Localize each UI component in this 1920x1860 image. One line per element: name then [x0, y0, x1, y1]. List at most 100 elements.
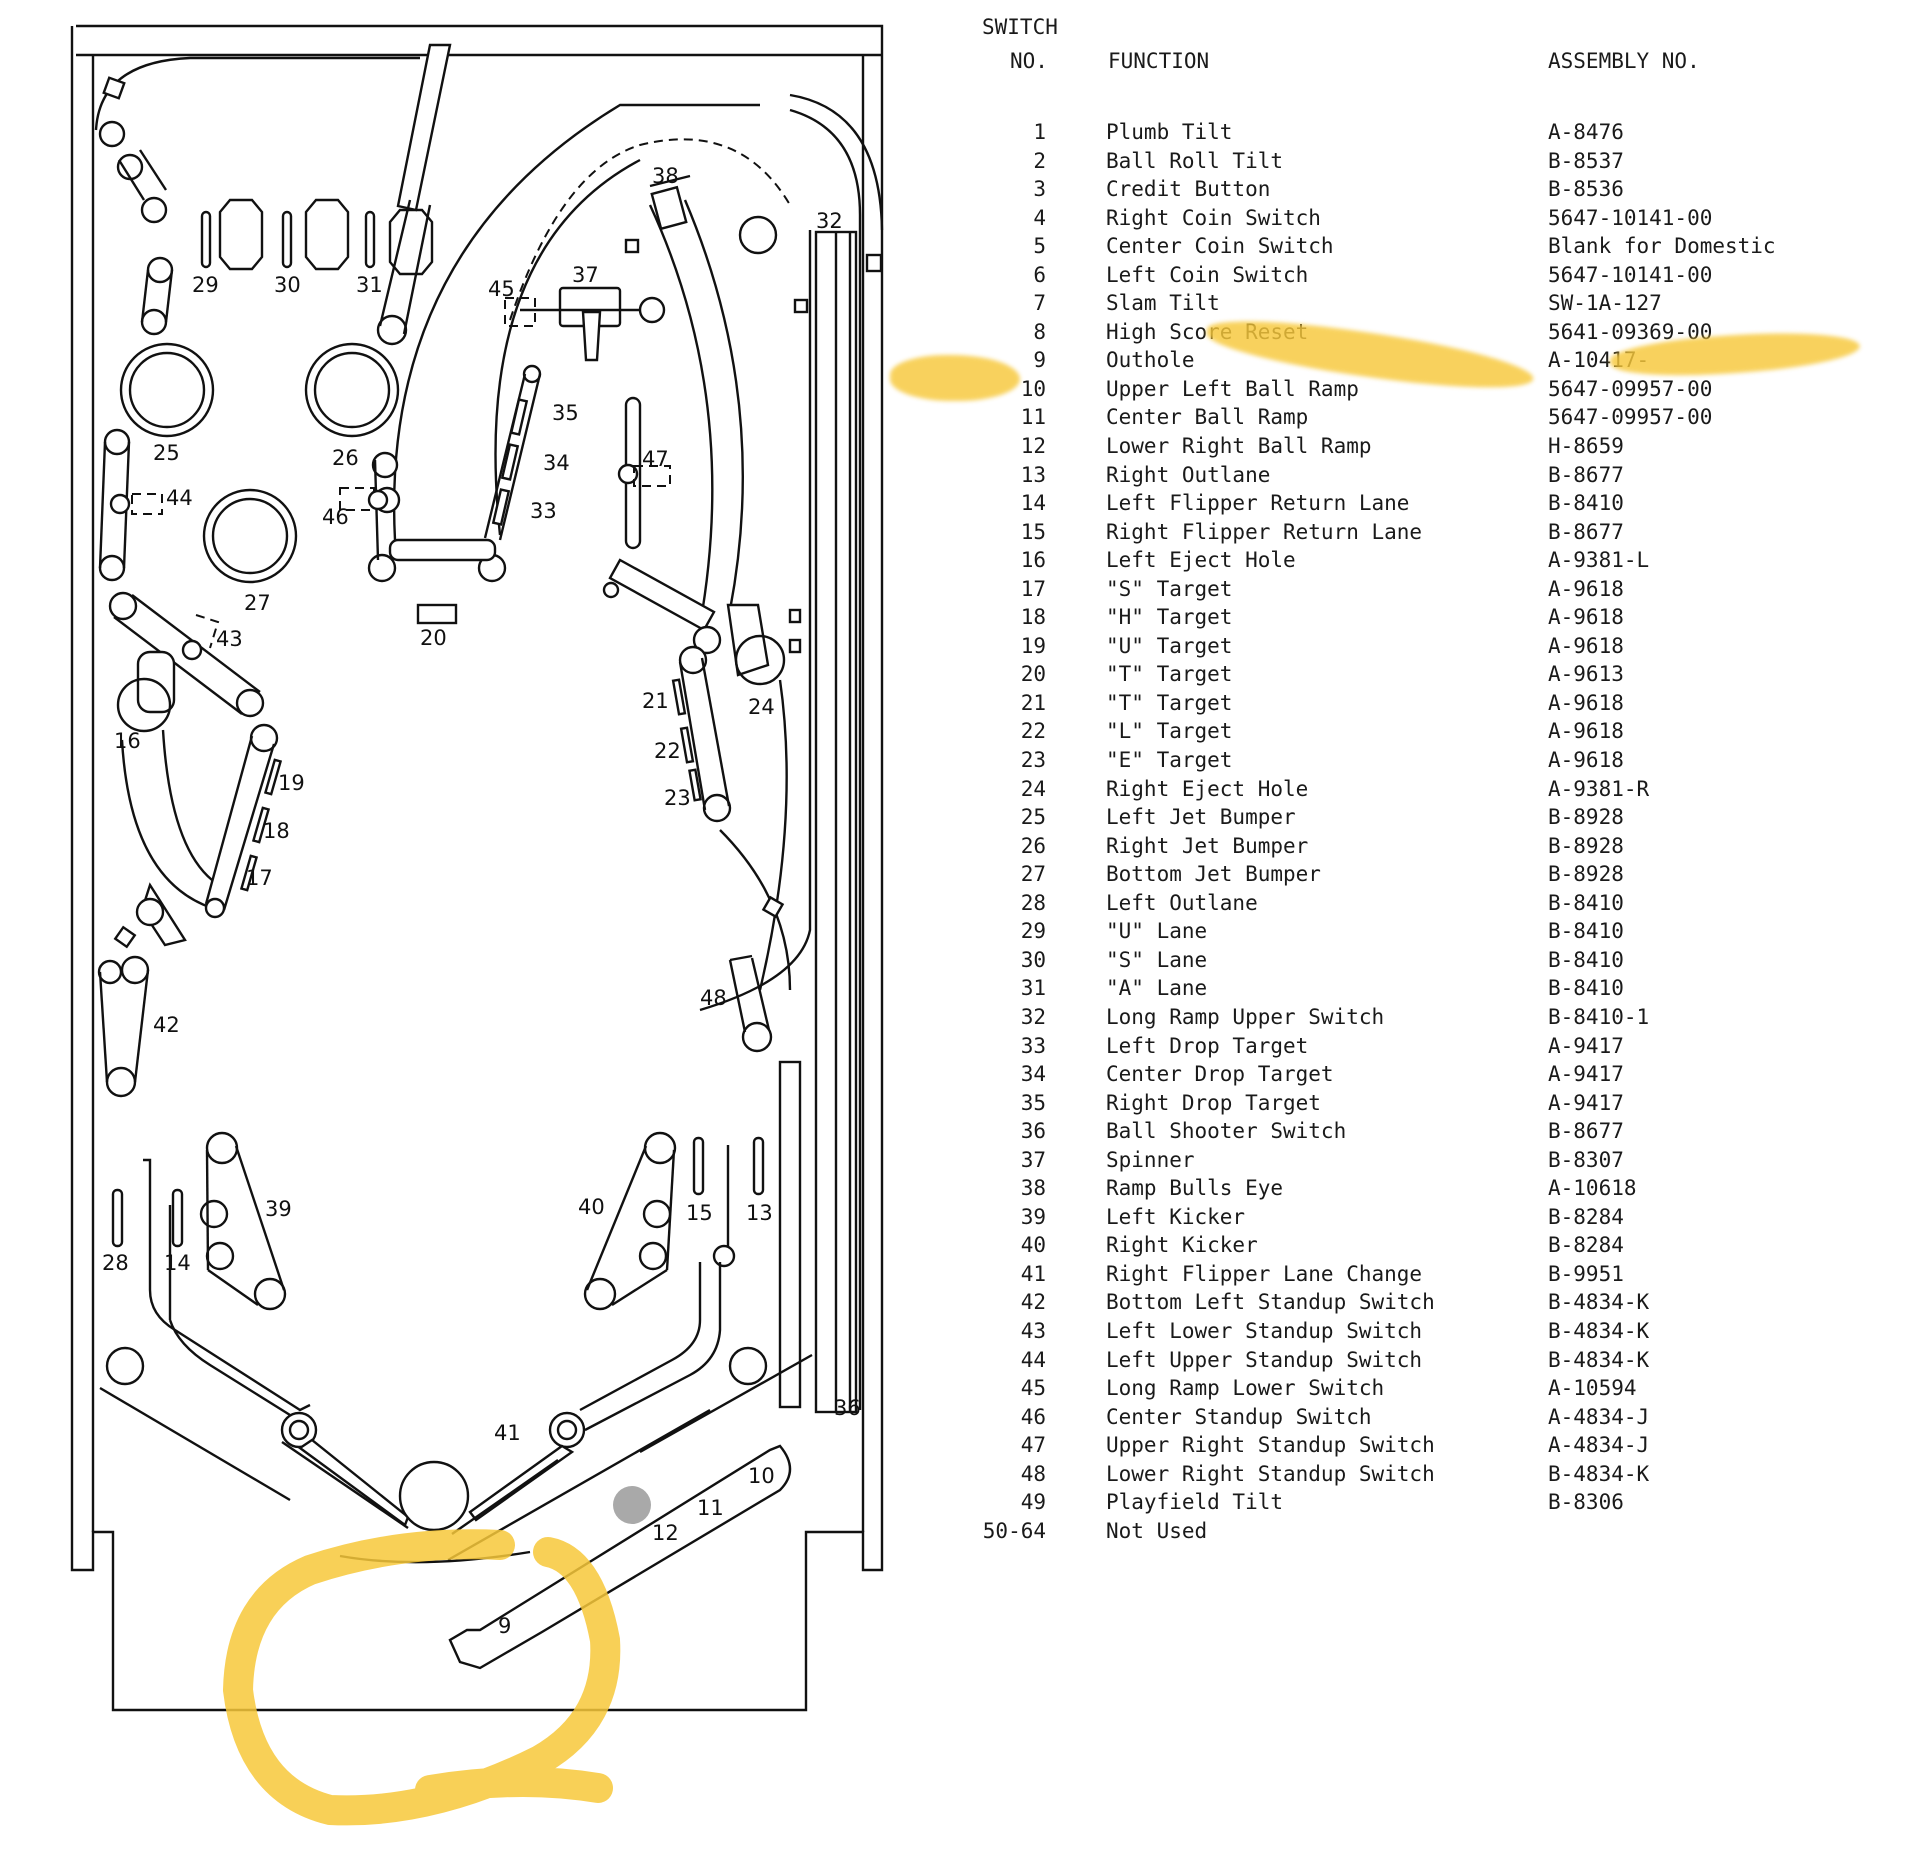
inlane-guides	[111, 1136, 765, 1412]
switch-function: Left Eject Hole	[1106, 548, 1296, 573]
switch-number: 2	[1033, 148, 1046, 173]
label-35: 35	[552, 401, 579, 425]
label-10: 10	[748, 1464, 775, 1488]
switch-number: 21	[1020, 690, 1046, 715]
label-40: 40	[578, 1195, 605, 1219]
switch-function: Right Outlane	[1106, 462, 1271, 487]
assembly-number: A-9613	[1548, 662, 1624, 687]
assembly-number: A-4834-J	[1548, 1404, 1650, 1429]
label-31: 31	[356, 273, 383, 297]
header-assembly: ASSEMBLY NO.	[1548, 49, 1700, 73]
assembly-number: B-8284	[1548, 1233, 1624, 1258]
switch-labels: 9 10 11 12 13 14 15 16 17 18 19 20 21 22…	[102, 164, 861, 1638]
switch-function: Slam Tilt	[1106, 291, 1220, 316]
assembly-number: A-10618	[1548, 1176, 1637, 1201]
switch-number: 30	[1020, 947, 1046, 972]
assembly-number: SW-1A-127	[1548, 291, 1662, 316]
switch-function: Ball Shooter Switch	[1106, 1119, 1347, 1144]
assembly-number: A-4834-J	[1548, 1433, 1650, 1458]
label-13: 13	[746, 1201, 773, 1225]
table-row: 20 "T" Target A-9613	[960, 662, 1900, 691]
switch-function: "U" Lane	[1106, 919, 1208, 944]
table-row: 7 Slam Tilt SW-1A-127	[960, 291, 1900, 320]
assembly-number: B-8306	[1548, 1490, 1624, 1515]
switch-number: 9	[1033, 348, 1046, 373]
switch-number: 26	[1020, 833, 1046, 858]
switch-function: Ball Roll Tilt	[1106, 148, 1284, 173]
assembly-number: B-8410	[1548, 491, 1624, 516]
switch-function: "U" Target	[1106, 633, 1233, 658]
switch-number: 13	[1020, 462, 1046, 487]
label-34: 34	[543, 451, 570, 475]
switch-function: Right Flipper Lane Change	[1106, 1261, 1423, 1286]
assembly-number: B-4834-K	[1548, 1347, 1650, 1372]
switch-function: Right Eject Hole	[1106, 776, 1309, 801]
assembly-number: A-9417	[1548, 1062, 1624, 1087]
switch-number: 36	[1020, 1119, 1046, 1144]
switch-number: 6	[1033, 262, 1046, 287]
switch-number: 5	[1033, 234, 1046, 259]
assembly-number: 5647-10141-00	[1548, 262, 1713, 287]
assembly-number: A-9618	[1548, 605, 1624, 630]
assembly-number: B-8410-1	[1548, 1004, 1650, 1029]
switch-number: 24	[1020, 776, 1046, 801]
switch-function: Playfield Tilt	[1106, 1490, 1284, 1515]
center-drop-targets	[339, 103, 760, 583]
assembly-number: B-8410	[1548, 947, 1624, 972]
switch-number: 19	[1020, 633, 1046, 658]
upper-flipper	[376, 43, 452, 346]
switch-function: "T" Target	[1106, 662, 1233, 687]
table-row: 24 Right Eject Hole A-9381-R	[960, 777, 1900, 806]
assembly-number: A-10594	[1548, 1376, 1637, 1401]
switch-function: "S" Target	[1106, 576, 1233, 601]
switch-number: 43	[1020, 1318, 1046, 1343]
switch-number: 49	[1020, 1490, 1046, 1515]
switch-number: 42	[1020, 1290, 1046, 1315]
switch-number: 16	[1020, 548, 1046, 573]
assembly-number: B-8410	[1548, 890, 1624, 915]
switch-number: 7	[1033, 291, 1046, 316]
top-lanes	[200, 198, 434, 276]
switch-number: 46	[1020, 1404, 1046, 1429]
assembly-number: A-9618	[1548, 719, 1624, 744]
switch-function: Not Used	[1106, 1518, 1208, 1543]
switch-function: Spinner	[1106, 1147, 1195, 1172]
switch-number: 15	[1020, 519, 1046, 544]
switch-number: 47	[1020, 1433, 1046, 1458]
assembly-number: A-9381-R	[1548, 776, 1650, 801]
switch-function: Center Coin Switch	[1106, 234, 1334, 259]
switch-number: 38	[1020, 1176, 1046, 1201]
switch-function: Lower Right Ball Ramp	[1106, 434, 1372, 459]
switch-number: 20	[1020, 662, 1046, 687]
assembly-number: A-9618	[1548, 633, 1624, 658]
label-32: 32	[816, 209, 843, 233]
left-target-bank	[204, 723, 283, 919]
label-33: 33	[530, 499, 557, 523]
assembly-number: A-9417	[1548, 1090, 1624, 1115]
switch-number: 28	[1020, 890, 1046, 915]
label-17: 17	[246, 866, 273, 890]
assembly-number: B-4834-K	[1548, 1318, 1650, 1343]
assembly-number: 5647-09957-00	[1548, 405, 1713, 430]
switch-number: 11	[1020, 405, 1046, 430]
switch-function: Ramp Bulls Eye	[1106, 1176, 1284, 1201]
assembly-number: B-4834-K	[1548, 1290, 1650, 1315]
center-target	[416, 603, 458, 625]
header-no: NO.	[1010, 49, 1048, 73]
switch-function: Right Flipper Return Lane	[1106, 519, 1423, 544]
switch-number: 33	[1020, 1033, 1046, 1058]
